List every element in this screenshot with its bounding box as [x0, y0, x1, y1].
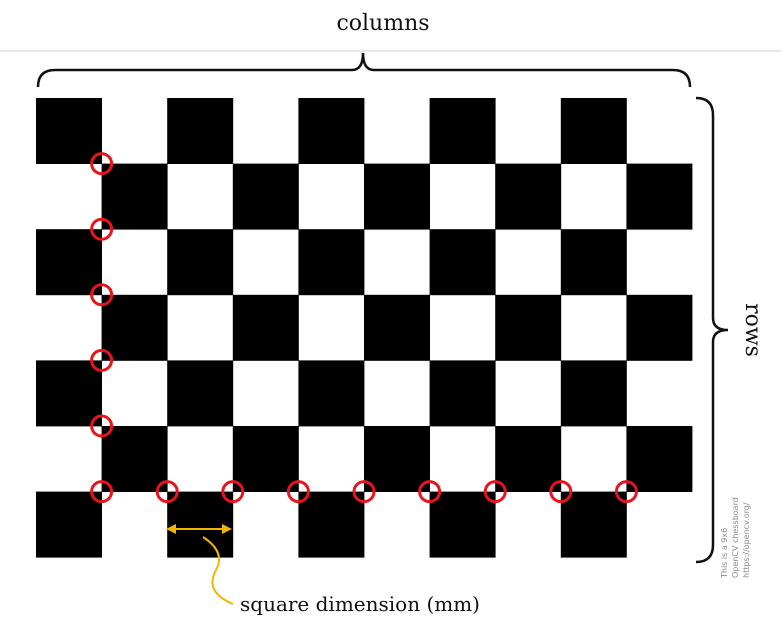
board-square	[298, 491, 365, 558]
corner-marker	[614, 480, 638, 504]
board-square	[101, 163, 168, 230]
board-square	[626, 294, 693, 361]
board-note-line-3: https://opencv.org/	[742, 502, 751, 578]
board-square	[232, 426, 299, 492]
board-note: This is a 9x6 OpenCV chessboard https://…	[720, 497, 751, 579]
dimension-arrow	[166, 524, 232, 534]
board-square	[429, 491, 496, 558]
board-square	[364, 294, 430, 361]
corner-marker	[90, 152, 114, 176]
board-square	[495, 163, 562, 230]
board-square	[626, 163, 693, 230]
corner-marker	[221, 480, 245, 504]
corner-marker	[90, 414, 114, 438]
dimension-leader-line	[202, 536, 234, 605]
corner-marker	[90, 217, 114, 241]
rows-brace	[695, 96, 729, 564]
board-square	[36, 491, 102, 558]
board-square	[560, 229, 627, 296]
corner-marker	[286, 480, 310, 504]
board-square	[429, 98, 496, 164]
board-square	[36, 360, 102, 427]
board-note-line-2: OpenCV chessboard	[731, 497, 740, 578]
corner-marker	[90, 480, 114, 504]
columns-brace	[36, 52, 692, 88]
board-square	[560, 360, 627, 427]
corner-marker	[549, 480, 573, 504]
board-square	[429, 360, 496, 427]
board-note-line-1: This is a 9x6	[720, 528, 729, 579]
board-square	[626, 426, 693, 492]
board-square	[560, 98, 627, 164]
corner-marker	[483, 480, 507, 504]
board-square	[298, 229, 365, 296]
board-square	[364, 163, 430, 230]
corner-marker	[155, 480, 179, 504]
dimension-arrowhead-right	[222, 524, 232, 534]
corner-marker	[418, 480, 442, 504]
board-square	[167, 229, 234, 296]
board-square	[429, 229, 496, 296]
board-square	[560, 491, 627, 558]
dimension-arrowhead-left	[166, 524, 176, 534]
board-square	[364, 426, 430, 492]
board-square	[232, 294, 299, 361]
board-square	[495, 294, 562, 361]
board-square	[298, 360, 365, 427]
board-square	[101, 426, 168, 492]
corner-marker	[90, 348, 114, 372]
board-square	[101, 294, 168, 361]
chessboard	[36, 98, 693, 558]
board-square	[167, 491, 234, 558]
square-dimension-label: square dimension (mm)	[240, 592, 480, 616]
board-square	[36, 98, 102, 164]
board-square	[298, 98, 365, 164]
board-square	[167, 360, 234, 427]
corner-marker	[352, 480, 376, 504]
board-square	[167, 98, 234, 164]
board-square	[495, 426, 562, 492]
corner-marker	[90, 283, 114, 307]
corner-markers	[90, 152, 638, 504]
columns-label: columns	[336, 11, 429, 36]
board-square	[36, 229, 102, 296]
rows-label: rows	[740, 303, 765, 357]
board-square	[232, 163, 299, 230]
